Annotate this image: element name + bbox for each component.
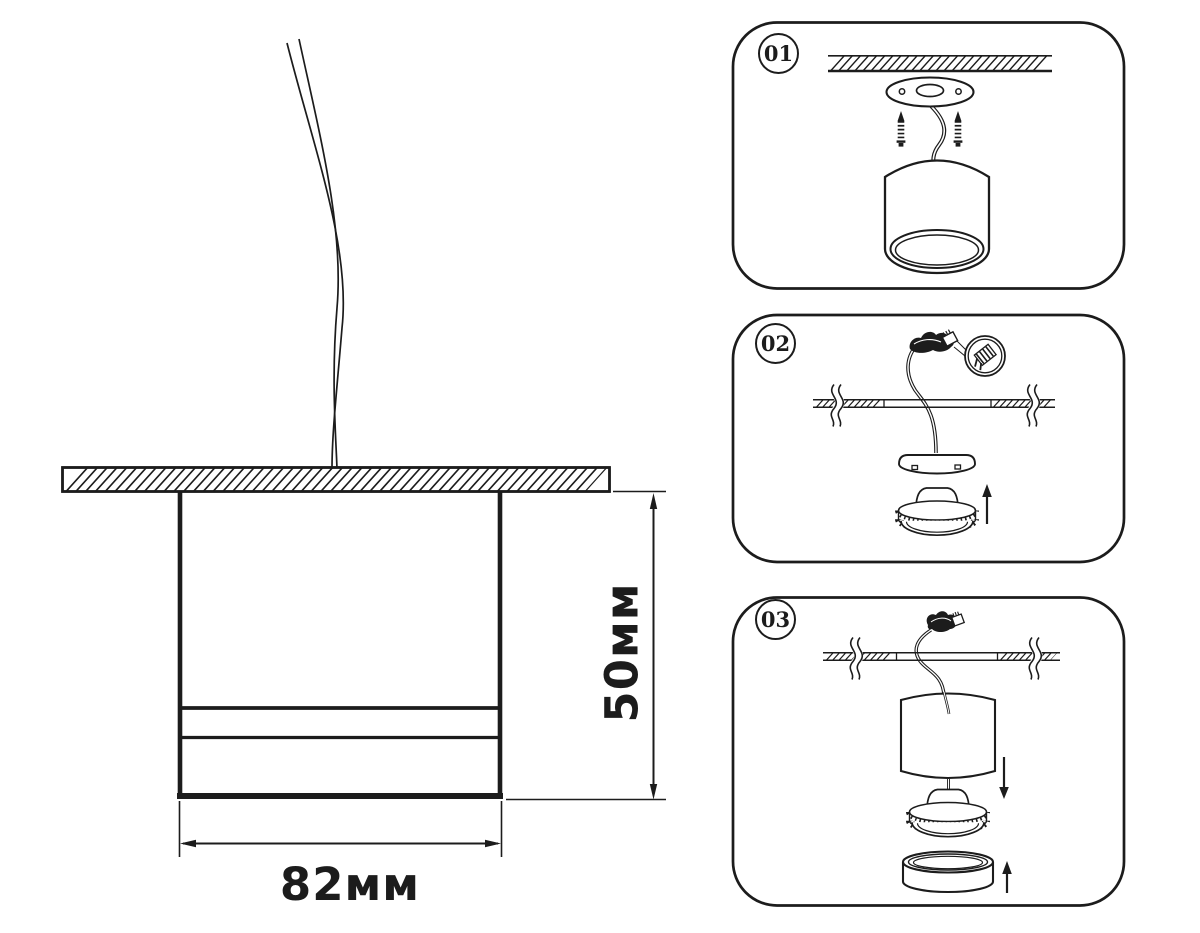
break-mark — [849, 634, 864, 682]
arrow-up-icon — [649, 493, 658, 509]
wire — [914, 628, 946, 697]
step-3-illustration — [823, 611, 1060, 894]
step-2-illustration — [813, 329, 1055, 537]
arrow-right-icon — [485, 839, 501, 848]
power-wire — [286, 38, 345, 470]
step-2-number: 02 — [760, 331, 791, 356]
step-1-badge: 01 — [758, 33, 799, 74]
height-dimension-label: 50мм — [595, 582, 649, 723]
step-3-panel — [731, 596, 1126, 907]
downlight-housing — [899, 691, 997, 791]
step-1-illustration — [828, 55, 1052, 275]
screw-icon — [896, 111, 906, 147]
step-2-panel — [731, 313, 1126, 564]
step-1-panel — [731, 21, 1126, 290]
step-2-badge: 02 — [755, 323, 796, 364]
wire-connector — [926, 611, 966, 632]
mounting-plate — [885, 76, 975, 108]
height-dimension — [506, 490, 666, 801]
arrow-down-icon — [999, 757, 1009, 799]
width-dimension — [178, 801, 503, 857]
arrow-left-icon — [180, 839, 196, 848]
front-view-drawing — [61, 38, 666, 857]
step-3-badge: 03 — [755, 599, 796, 640]
ceiling-section — [823, 634, 1060, 682]
trim-ring — [901, 850, 995, 894]
ceiling-section — [813, 381, 1055, 429]
arrow-up-icon — [982, 484, 992, 524]
step-3-number: 03 — [760, 607, 791, 632]
break-mark — [830, 381, 845, 429]
downlight-body — [883, 159, 991, 275]
arrow-down-icon — [649, 784, 658, 800]
step-1-number: 01 — [763, 41, 794, 66]
ceiling-hatch — [61, 466, 611, 493]
break-mark — [1026, 381, 1041, 429]
width-dimension-label: 82мм — [279, 858, 421, 911]
ceiling-hatch — [828, 55, 1052, 73]
wire — [906, 344, 938, 454]
screw-icon — [953, 111, 963, 147]
arrow-up-icon — [1002, 861, 1012, 893]
mounting-plate — [898, 454, 976, 475]
magnifier-circle — [964, 335, 1006, 377]
break-mark — [1028, 634, 1043, 682]
luminaire-body — [177, 492, 503, 799]
gx53-lamp-icon — [906, 788, 990, 838]
gx53-lamp-icon — [895, 487, 979, 537]
wire-connector — [909, 329, 967, 357]
